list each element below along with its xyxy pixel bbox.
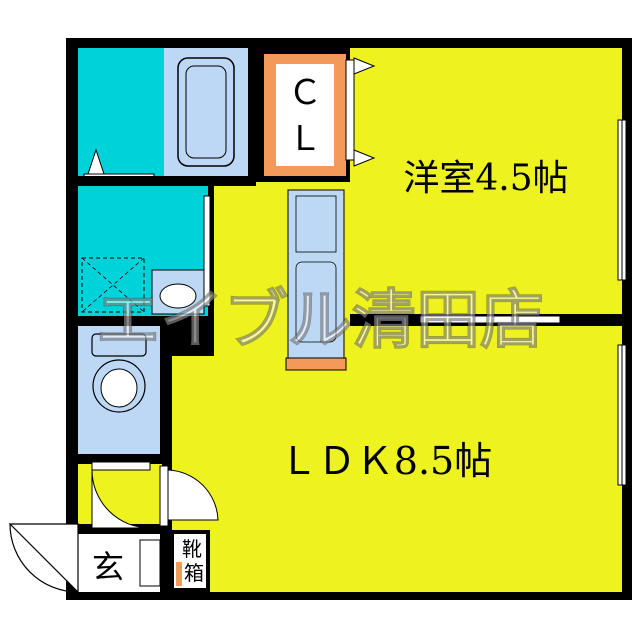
entrance-door	[8, 523, 79, 594]
watermark-text: エイブル清田店	[96, 284, 544, 358]
bath-door-arrow	[87, 148, 105, 175]
shoe-box-label-1: 靴	[182, 537, 202, 561]
sliding-door	[419, 315, 561, 324]
washer-pan-icon	[81, 257, 145, 313]
entry-hall-floor	[78, 464, 162, 524]
western-room-floor	[350, 48, 622, 314]
kitchen-counter-icon	[285, 189, 347, 371]
washroom-door	[203, 195, 211, 307]
window-right-lower	[617, 344, 627, 486]
ldk-door-swing	[159, 465, 219, 527]
door-swing-icon	[91, 461, 151, 529]
closet-label-2: Ｌ	[288, 119, 322, 159]
inner-wall-c	[160, 316, 214, 356]
ldk-floor	[172, 326, 622, 592]
toilet-wall	[66, 454, 172, 464]
entrance-step	[139, 539, 161, 587]
inner-wall-a	[66, 176, 256, 186]
closet-door-markers	[345, 57, 376, 167]
toilet-icon	[91, 333, 147, 413]
bathtub-icon	[177, 57, 235, 167]
closet-inner	[276, 64, 334, 166]
bathroom-floor	[78, 48, 164, 176]
shoe-box-accent	[176, 562, 182, 586]
shoe-box-label-2: 箱	[184, 561, 204, 585]
entrance-label: 玄	[92, 548, 124, 586]
washbasin-icon	[151, 269, 205, 315]
window-right-upper	[617, 119, 627, 281]
inner-wall-b	[66, 316, 172, 326]
western-room-label: 洋室4.5帖	[403, 158, 568, 199]
ldk-label: ＬＤＫ8.5帖	[280, 439, 492, 483]
closet-label-1: Ｃ	[288, 73, 322, 113]
